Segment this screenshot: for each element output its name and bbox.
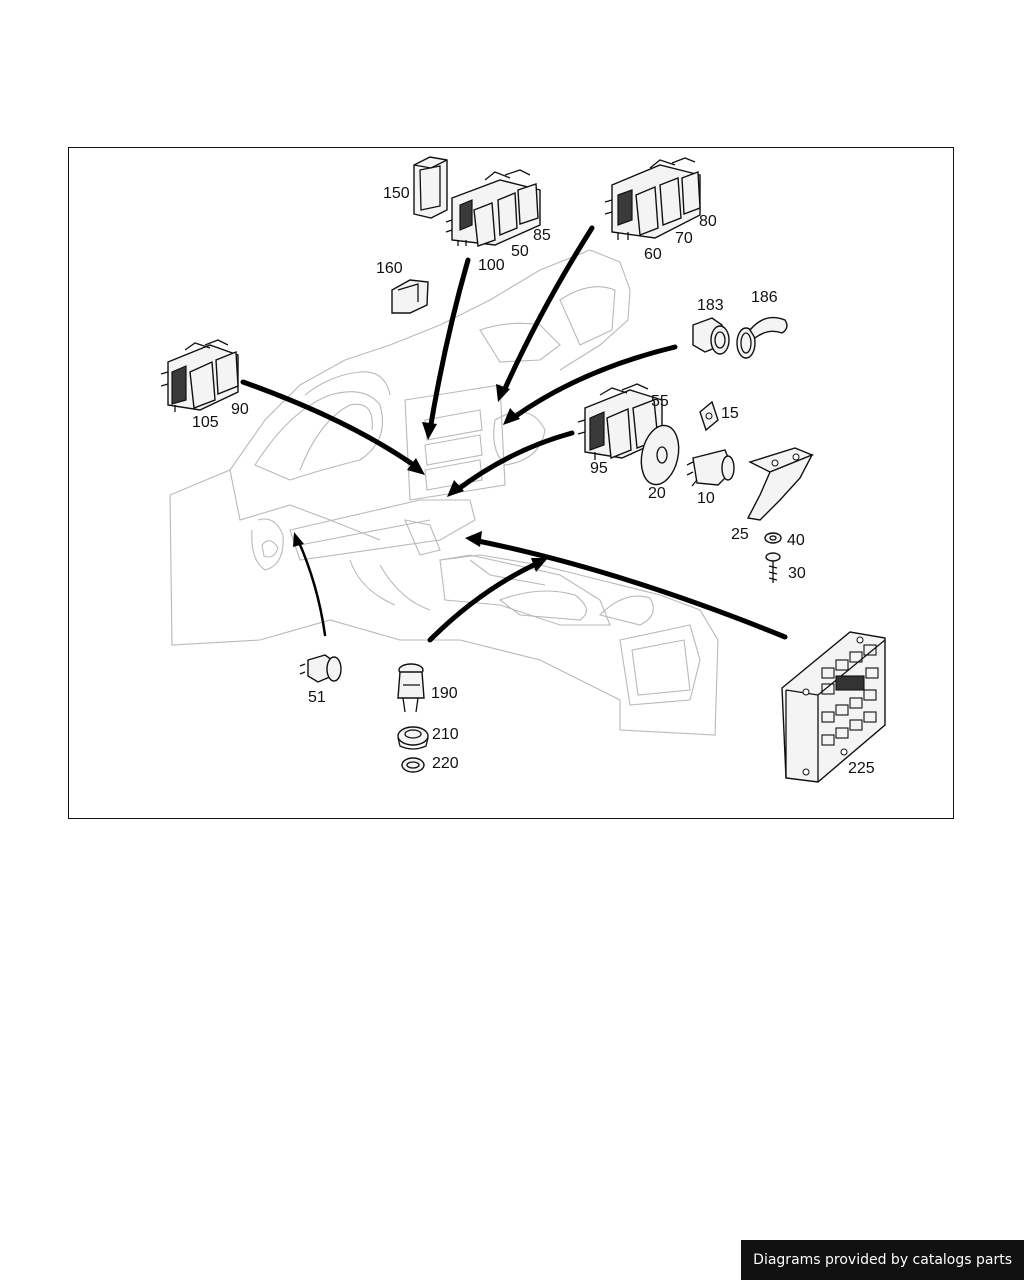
callout-50: 50	[511, 243, 529, 260]
callout-90: 90	[231, 401, 249, 418]
pointer-arrows	[240, 225, 788, 643]
part-10-rotary-switch	[686, 449, 735, 487]
callout-105: 105	[192, 414, 219, 431]
callout-25: 25	[731, 526, 749, 543]
callout-80: 80	[699, 213, 717, 230]
part-20-ring	[640, 424, 680, 486]
part-switch-block-100-50-85	[445, 169, 541, 247]
part-160-insert	[391, 279, 429, 314]
callout-186: 186	[751, 289, 778, 306]
part-190-socket	[397, 663, 425, 713]
callout-100: 100	[478, 257, 505, 274]
callout-225: 225	[848, 760, 875, 777]
part-40-washer	[764, 532, 782, 544]
callout-210: 210	[432, 726, 459, 743]
callout-51: 51	[308, 689, 326, 706]
part-25-bracket	[746, 447, 814, 521]
catalog-attribution-badge: Diagrams provided by catalogs parts	[741, 1240, 1024, 1280]
part-220-ring	[401, 757, 425, 773]
part-225-control-panel	[781, 631, 886, 783]
callout-labels: 150 160 100 50 85 60 70 80 183 186 105 9…	[192, 185, 875, 777]
callout-95: 95	[590, 460, 608, 477]
part-51-button	[299, 654, 342, 683]
callout-55: 55	[651, 393, 669, 410]
part-183-socket	[692, 317, 730, 355]
callout-60: 60	[644, 246, 662, 263]
callout-20: 20	[648, 485, 666, 502]
callout-15: 15	[721, 405, 739, 422]
attribution-text: Diagrams provided by catalogs parts	[753, 1252, 1012, 1268]
part-switch-block-60-70-80	[604, 157, 701, 240]
part-150-frame	[413, 156, 448, 219]
part-15-bulb	[699, 400, 719, 432]
part-switch-block-95-55	[577, 383, 663, 460]
dashboard-outline	[169, 249, 719, 736]
part-30-screw	[765, 552, 781, 583]
part-210-ring	[397, 726, 429, 750]
part-186-cap	[736, 316, 788, 359]
part-switch-block-105-90	[160, 339, 239, 412]
callout-183: 183	[697, 297, 724, 314]
callout-150: 150	[383, 185, 410, 202]
callout-220: 220	[432, 755, 459, 772]
callout-190: 190	[431, 685, 458, 702]
callout-40: 40	[787, 532, 805, 549]
callout-10: 10	[697, 490, 715, 507]
callout-30: 30	[788, 565, 806, 582]
callout-160: 160	[376, 260, 403, 277]
callout-70: 70	[675, 230, 693, 247]
callout-85: 85	[533, 227, 551, 244]
